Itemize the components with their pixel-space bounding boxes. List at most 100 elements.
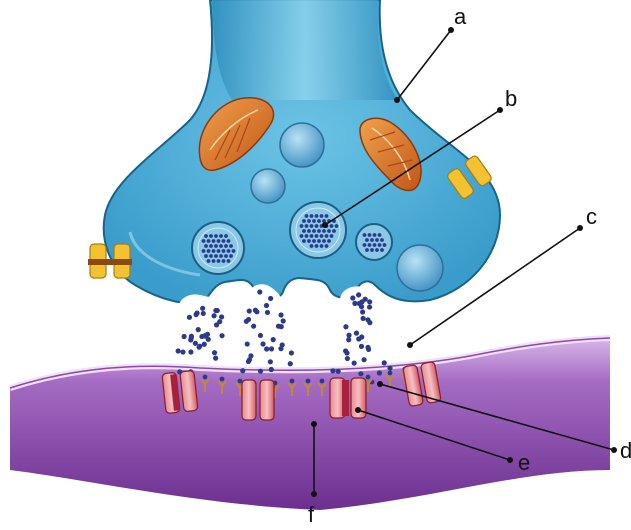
neurotransmitter-icon bbox=[217, 249, 221, 253]
neurotransmitter-icon bbox=[335, 224, 339, 228]
neurotransmitter-icon bbox=[202, 249, 206, 253]
neurotransmitter-icon bbox=[325, 214, 329, 218]
neurotransmitter-icon bbox=[207, 249, 211, 253]
neurotransmitter-icon bbox=[317, 229, 321, 233]
neurotransmitter-icon bbox=[212, 239, 216, 243]
neurotransmitter-icon bbox=[214, 234, 218, 238]
neurotransmitter-icon bbox=[219, 314, 224, 319]
label-b: b bbox=[505, 88, 517, 110]
neurotransmitter-icon bbox=[219, 234, 223, 238]
neurotransmitter-icon bbox=[227, 239, 231, 243]
neurotransmitter-icon bbox=[327, 239, 331, 243]
neurotransmitter-icon bbox=[320, 244, 324, 248]
neurotransmitter-icon bbox=[214, 244, 218, 248]
neurotransmitter-icon bbox=[214, 254, 218, 258]
neurotransmitter-icon bbox=[251, 324, 256, 329]
vesicle-with-neurotransmitters bbox=[192, 222, 244, 274]
neurotransmitter-icon bbox=[271, 337, 276, 342]
neurotransmitter-icon bbox=[356, 292, 361, 297]
neurotransmitter-icon bbox=[269, 367, 274, 372]
neurotransmitter-icon bbox=[305, 234, 309, 238]
neurotransmitter-icon bbox=[375, 238, 379, 242]
neurotransmitter-icon bbox=[209, 254, 213, 258]
neurotransmitter-icon bbox=[370, 238, 374, 242]
label-c: c bbox=[586, 206, 597, 228]
neurotransmitter-icon bbox=[268, 296, 273, 301]
neurotransmitter-icon bbox=[204, 244, 208, 248]
neurotransmitter-icon bbox=[325, 234, 329, 238]
label-d: d bbox=[620, 440, 631, 462]
vesicle-with-neurotransmitters bbox=[290, 202, 346, 258]
neurotransmitter-icon bbox=[373, 233, 377, 237]
neurotransmitter-icon bbox=[330, 224, 334, 228]
neurotransmitter-icon bbox=[217, 319, 222, 324]
neurotransmitter-icon bbox=[201, 311, 206, 316]
neurotransmitter-icon bbox=[229, 244, 233, 248]
neurotransmitter-icon bbox=[368, 233, 372, 237]
neurotransmitter-icon bbox=[289, 350, 294, 355]
neurotransmitter-icon bbox=[269, 346, 274, 351]
neurotransmitter-icon bbox=[288, 361, 293, 366]
neurotransmitter-icon bbox=[305, 214, 309, 218]
neurotransmitter-icon bbox=[194, 312, 199, 317]
neurotransmitter-icon bbox=[345, 356, 350, 361]
neurotransmitter-icon bbox=[358, 371, 363, 376]
neurotransmitter-icon bbox=[320, 214, 324, 218]
neurotransmitter-icon bbox=[307, 219, 311, 223]
neurotransmitter-icon bbox=[300, 224, 304, 228]
neurotransmitter-icon bbox=[370, 248, 374, 252]
neurotransmitter-icon bbox=[315, 234, 319, 238]
neurotransmitter-icon bbox=[306, 379, 311, 384]
neurotransmitter-icon bbox=[222, 239, 226, 243]
neurotransmitter-icon bbox=[224, 254, 228, 258]
neurotransmitter-icon bbox=[258, 333, 263, 338]
neurotransmitter-icon bbox=[359, 334, 364, 339]
neurotransmitter-icon bbox=[220, 377, 225, 382]
neurotransmitter-icon bbox=[203, 375, 208, 380]
neurotransmitter-icon bbox=[219, 333, 224, 338]
neurotransmitter-icon bbox=[310, 214, 314, 218]
neurotransmitter-icon bbox=[254, 309, 259, 314]
neurotransmitter-icon bbox=[302, 229, 306, 233]
neurotransmitter-icon bbox=[350, 295, 355, 300]
neurotransmitter-icon bbox=[343, 324, 348, 329]
neurotransmitter-icon bbox=[322, 239, 326, 243]
vesicle-icon bbox=[397, 245, 443, 291]
neurotransmitter-icon bbox=[315, 224, 319, 228]
neurotransmitter-icon bbox=[361, 357, 366, 362]
neurotransmitter-icon bbox=[354, 331, 359, 336]
neurotransmitter-icon bbox=[346, 337, 351, 342]
neurotransmitter-icon bbox=[360, 316, 365, 321]
neurotransmitter-icon bbox=[312, 239, 316, 243]
neurotransmitter-icon bbox=[307, 239, 311, 243]
neurotransmitter-icon bbox=[373, 243, 377, 247]
neurotransmitter-icon bbox=[212, 259, 216, 263]
neurotransmitter-icon bbox=[181, 334, 186, 339]
neurotransmitter-icon bbox=[310, 234, 314, 238]
neurotransmitter-icon bbox=[365, 248, 369, 252]
neurotransmitter-icon bbox=[222, 249, 226, 253]
neurotransmitter-icon bbox=[317, 219, 321, 223]
neurotransmitter-icon bbox=[368, 243, 372, 247]
vesicle-icon bbox=[280, 123, 324, 167]
neurotransmitter-icon bbox=[377, 370, 382, 375]
neurotransmitter-icon bbox=[278, 312, 283, 317]
neurotransmitter-icon bbox=[264, 346, 269, 351]
neurotransmitter-icon bbox=[365, 317, 370, 322]
neurotransmitter-icon bbox=[199, 334, 204, 339]
neurotransmitter-icon bbox=[332, 229, 336, 233]
neurotransmitter-icon bbox=[366, 347, 371, 352]
neurotransmitter-icon bbox=[310, 224, 314, 228]
neurotransmitter-icon bbox=[211, 313, 216, 318]
vesicle-icon bbox=[251, 169, 285, 203]
neurotransmitter-icon bbox=[246, 359, 251, 364]
neurotransmitter-icon bbox=[187, 315, 192, 320]
neurotransmitter-icon bbox=[219, 254, 223, 258]
neurotransmitter-icon bbox=[359, 299, 364, 304]
neurotransmitter-icon bbox=[302, 239, 306, 243]
neurotransmitter-icon bbox=[209, 244, 213, 248]
neurotransmitter-icon bbox=[367, 304, 372, 309]
neurotransmitter-icon bbox=[310, 244, 314, 248]
neurotransmitter-icon bbox=[265, 310, 270, 315]
